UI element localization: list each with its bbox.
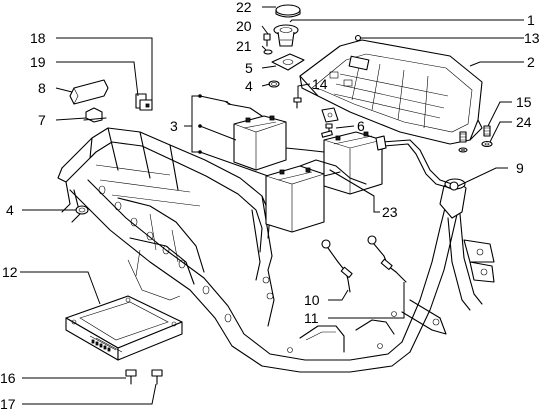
frame <box>57 127 495 373</box>
hardware-small <box>293 97 339 138</box>
callout-12: 12 <box>2 264 18 280</box>
fuse-holder <box>69 79 153 123</box>
callout-8: 8 <box>38 80 46 96</box>
battery-set <box>225 101 383 233</box>
callout-18: 18 <box>30 30 46 46</box>
callout-24: 24 <box>516 114 532 130</box>
callout-11: 11 <box>304 310 319 326</box>
cable-harnesses <box>321 235 407 293</box>
battery-tray <box>299 34 483 145</box>
callout-15: 15 <box>516 94 532 110</box>
callout-20: 20 <box>236 18 252 34</box>
callout-5: 5 <box>245 60 253 76</box>
callout-13: 13 <box>524 30 540 46</box>
callout-19: 19 <box>30 54 46 70</box>
callout-16: 16 <box>0 370 16 386</box>
filler-cap-assembly <box>263 4 305 88</box>
callout-22: 22 <box>236 0 252 15</box>
callout-9: 9 <box>516 160 524 176</box>
callout-14: 14 <box>312 76 328 92</box>
callout-10: 10 <box>304 292 320 308</box>
bolt-15-24 <box>458 125 493 153</box>
o-ring-lower <box>75 205 89 215</box>
callout-1: 1 <box>527 12 535 28</box>
callout-4-lower: 4 <box>6 202 14 218</box>
callout-23: 23 <box>382 204 398 220</box>
callout-21: 21 <box>236 38 252 54</box>
callout-2: 2 <box>527 54 535 70</box>
callout-3: 3 <box>170 118 178 134</box>
control-module <box>65 295 183 361</box>
callout-17: 17 <box>0 396 16 412</box>
module-screws <box>125 369 163 385</box>
callout-7: 7 <box>38 112 46 128</box>
callout-4-upper: 4 <box>245 78 253 94</box>
ground-cable <box>375 135 459 191</box>
leader-lines <box>20 6 524 405</box>
callout-6: 6 <box>357 118 365 134</box>
